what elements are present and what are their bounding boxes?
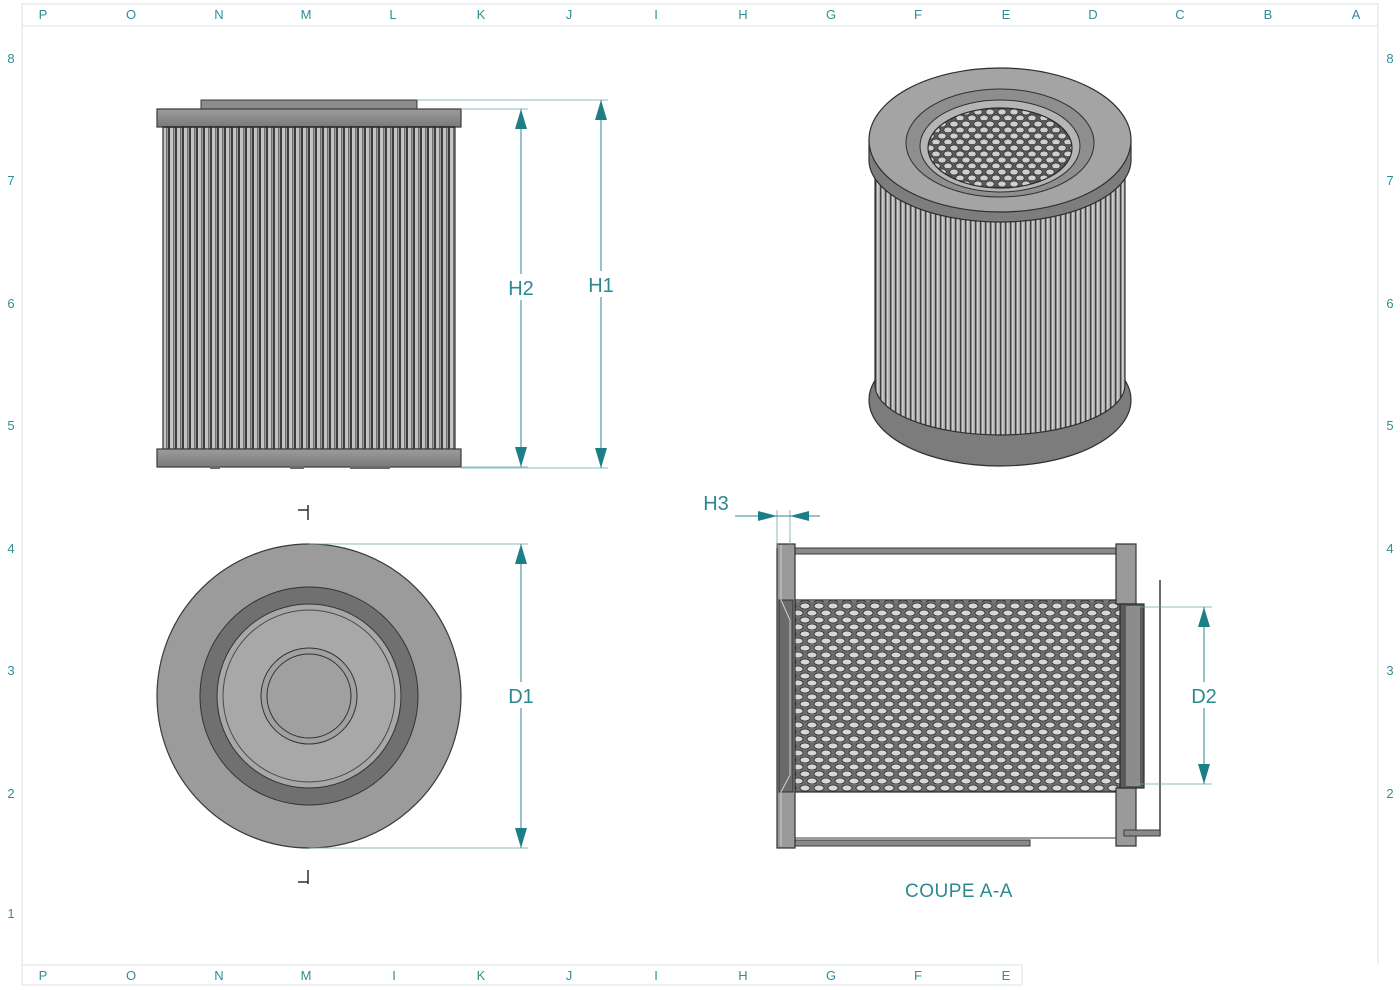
dimension-d1: D1 xyxy=(309,543,538,849)
d1-label: D1 xyxy=(508,686,534,708)
front-view xyxy=(156,99,462,469)
zone-col-label: O xyxy=(126,7,136,22)
zone-row-label: 2 xyxy=(7,786,14,801)
zone-col-label: I xyxy=(392,968,396,983)
right-zone-labels: 8 7 6 5 4 3 2 xyxy=(1386,51,1393,801)
zone-row-label: 6 xyxy=(7,296,14,311)
left-zone-labels: 8 7 6 5 4 3 2 1 xyxy=(7,51,14,921)
section-marker-top xyxy=(298,505,309,520)
section-view xyxy=(776,543,1161,849)
zone-col-label: I xyxy=(654,7,658,22)
zone-col-label: H xyxy=(738,968,747,983)
zone-col-label: K xyxy=(477,968,486,983)
zone-col-label: N xyxy=(214,7,223,22)
isometric-view xyxy=(868,67,1132,467)
sheet-frame xyxy=(21,3,1379,986)
zone-col-label: N xyxy=(214,968,223,983)
bottom-zone-labels: P O N M I K J I H G F E xyxy=(39,968,1011,983)
zone-col-label: J xyxy=(566,7,573,22)
zone-row-label: 2 xyxy=(1386,786,1393,801)
zone-col-label: I xyxy=(654,968,658,983)
h2-label: H2 xyxy=(508,278,534,300)
zone-col-label: M xyxy=(301,7,312,22)
h3-label: H3 xyxy=(703,493,729,515)
zone-col-label: B xyxy=(1264,7,1273,22)
zone-col-label: E xyxy=(1002,968,1011,983)
pleated-media xyxy=(162,126,456,450)
zone-col-label: E xyxy=(1002,7,1011,22)
zone-row-label: 7 xyxy=(1386,173,1393,188)
zone-col-label: F xyxy=(914,968,922,983)
zone-row-label: 3 xyxy=(7,663,14,678)
zone-col-label: P xyxy=(39,7,48,22)
zone-col-label: O xyxy=(126,968,136,983)
zone-col-label: D xyxy=(1088,7,1097,22)
zone-col-label: C xyxy=(1175,7,1184,22)
perforated-core xyxy=(791,599,1129,793)
zone-row-label: 4 xyxy=(1386,541,1393,556)
zone-col-label: G xyxy=(826,968,836,983)
zone-col-label: P xyxy=(39,968,48,983)
zone-row-label: 6 xyxy=(1386,296,1393,311)
bottom-end-cap xyxy=(156,448,462,468)
zone-col-label: H xyxy=(738,7,747,22)
zone-col-label: G xyxy=(826,7,836,22)
zone-col-label: K xyxy=(477,7,486,22)
d2-label: D2 xyxy=(1191,686,1217,708)
dimension-h1: H1 xyxy=(418,99,618,469)
h1-label: H1 xyxy=(588,275,614,297)
dimension-h2: H2 xyxy=(461,108,538,468)
section-marker-bottom xyxy=(298,870,309,884)
dimension-h3: H3 xyxy=(703,493,820,548)
zone-row-label: 7 xyxy=(7,173,14,188)
zone-col-label: F xyxy=(914,7,922,22)
dimension-d2: D2 xyxy=(1136,606,1221,785)
zone-row-label: 5 xyxy=(7,418,14,433)
zone-row-label: 4 xyxy=(7,541,14,556)
zone-row-label: 5 xyxy=(1386,418,1393,433)
zone-col-label: J xyxy=(566,968,573,983)
zone-col-label: A xyxy=(1352,7,1361,22)
zone-col-label: L xyxy=(389,7,396,22)
zone-row-label: 1 xyxy=(7,906,14,921)
zone-row-label: 8 xyxy=(7,51,14,66)
bottom-view xyxy=(156,505,462,884)
top-end-cap xyxy=(156,108,462,128)
zone-row-label: 3 xyxy=(1386,663,1393,678)
zone-row-label: 8 xyxy=(1386,51,1393,66)
top-zone-labels: P O N M L K J I H G F E D C B A xyxy=(39,7,1361,22)
zone-col-label: M xyxy=(301,968,312,983)
section-title: COUPE A-A xyxy=(905,881,1013,902)
